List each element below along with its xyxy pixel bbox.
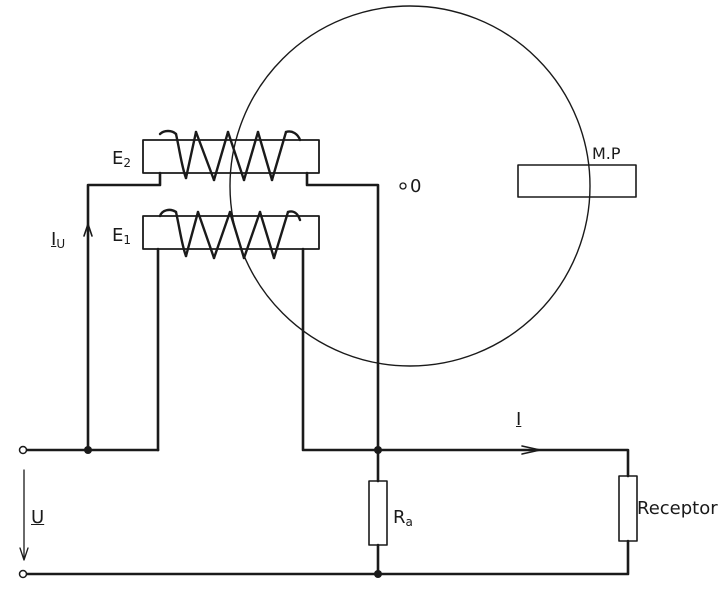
current-coil-output-wire (301, 247, 630, 478)
label-voltage-u: U (31, 507, 45, 528)
label-e2: E2 (112, 148, 132, 170)
junction-dot-ra-bottom (374, 570, 382, 578)
disc-center-dot (399, 182, 407, 190)
resistor-receptor (618, 475, 638, 542)
terminal-bottom (18, 569, 28, 579)
terminal-top (18, 445, 28, 455)
label-mp: M.P (592, 144, 621, 163)
junction-dot-ra-top (374, 446, 382, 454)
electromagnet-e1-coil (158, 208, 302, 260)
permanent-magnet (517, 164, 637, 198)
iu-arrow-head (83, 223, 93, 237)
electromagnet-e2-coil (158, 129, 302, 182)
meter-disc (229, 5, 591, 367)
junction-dot-input (84, 446, 92, 454)
voltage-branch-wire (86, 171, 162, 452)
label-ra: Ra (393, 507, 413, 529)
label-receptor: Receptor (637, 498, 718, 519)
label-current-i: I (516, 409, 522, 430)
label-disc-center: 0 (410, 176, 422, 197)
label-e1: E1 (112, 225, 132, 247)
voltage-return-wire (305, 171, 380, 483)
resistor-ra (368, 480, 388, 546)
label-iu: IU (51, 229, 66, 251)
current-arrow-head (521, 445, 541, 455)
voltage-arrow-head (19, 547, 29, 561)
electromagnet-e1-core (142, 215, 320, 250)
supply-line-bottom (24, 539, 630, 576)
